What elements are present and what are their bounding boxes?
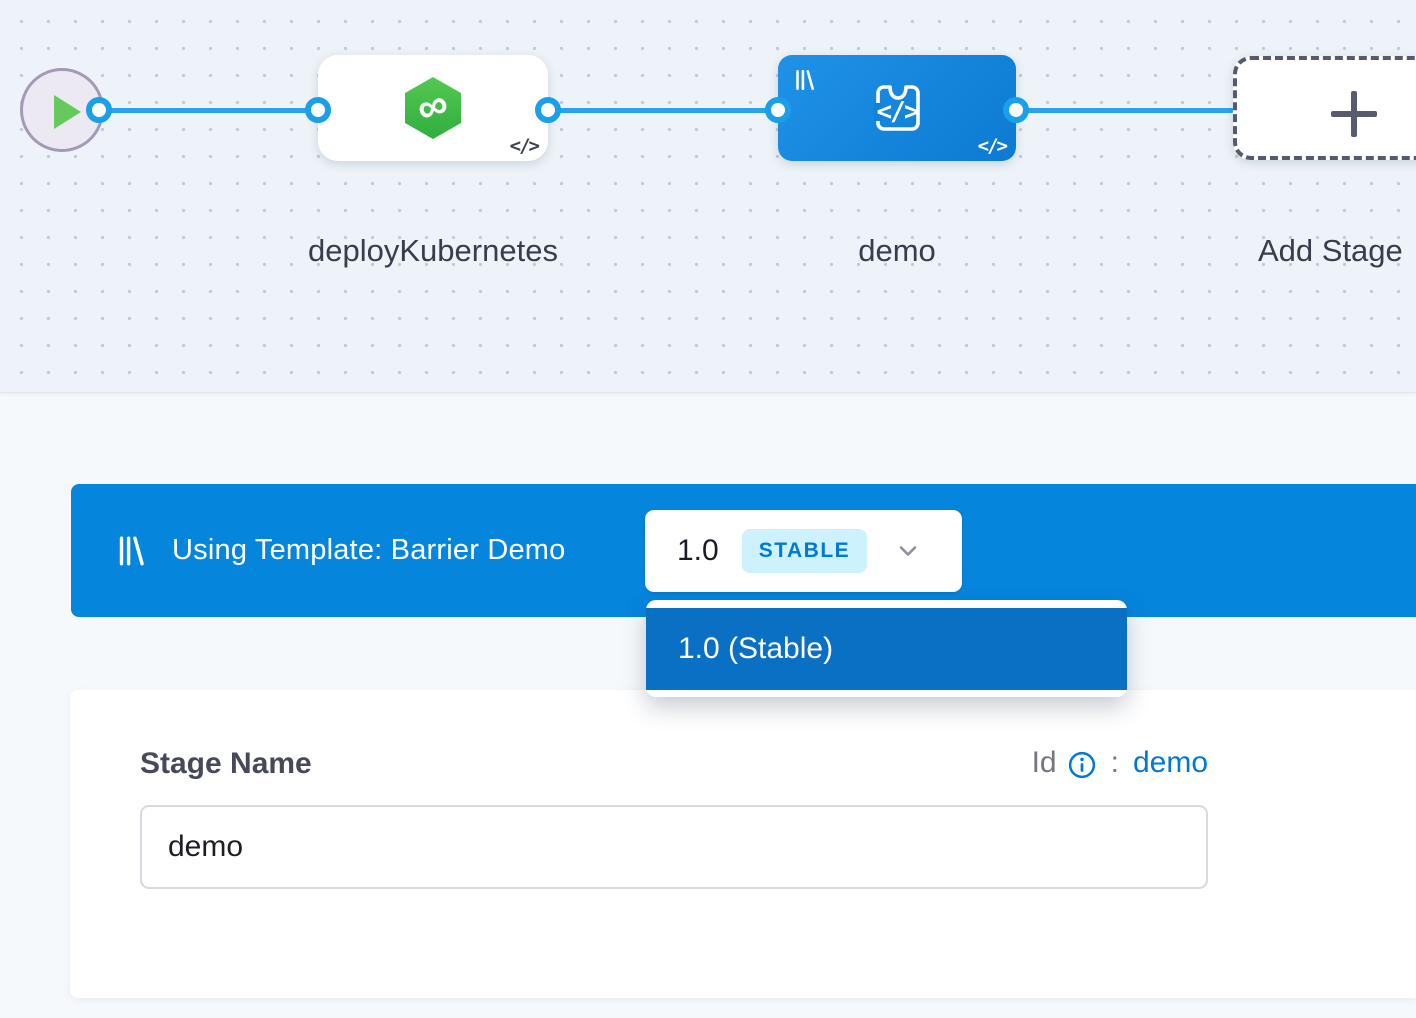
stage-node-deploykubernetes[interactable]: ∞ </> — [318, 55, 548, 161]
stage-label-demo[interactable]: demo — [858, 233, 936, 268]
pipeline-edge — [1016, 108, 1234, 113]
connector-port[interactable] — [765, 97, 791, 123]
template-library-icon — [796, 70, 814, 90]
connector-port[interactable] — [305, 97, 331, 123]
pipeline-edge — [548, 108, 778, 113]
stage-name-label: Stage Name — [140, 747, 312, 780]
version-menu-item[interactable]: 1.0 (Stable) — [646, 608, 1127, 690]
id-label: Id — [1031, 746, 1057, 779]
connector-port[interactable] — [535, 97, 561, 123]
version-value: 1.0 — [677, 534, 719, 567]
custom-stage-code-icon: </> — [874, 85, 921, 131]
stage-id-row: Id : demo — [140, 746, 1208, 780]
chevron-down-icon — [899, 546, 917, 556]
version-dropdown-menu: 1.0 (Stable) — [646, 600, 1127, 697]
stage-name-input[interactable] — [140, 805, 1208, 889]
connector-port[interactable] — [86, 97, 112, 123]
id-separator: : — [1110, 746, 1119, 779]
svg-text:</>: </> — [877, 97, 919, 127]
stage-id-value[interactable]: demo — [1132, 746, 1208, 779]
code-icon[interactable]: </> — [509, 135, 540, 157]
plus-icon — [1331, 91, 1377, 137]
deploy-hexagon-infinity-icon: ∞ — [405, 77, 461, 139]
add-stage-label[interactable]: Add Stage — [1258, 233, 1403, 268]
stage-overview-panel: Stage Name Id : demo — [70, 690, 1416, 998]
using-template-banner: Using Template: Barrier Demo 1.0 STABLE — [71, 484, 1416, 617]
template-version-dropdown[interactable]: 1.0 STABLE — [645, 510, 962, 592]
play-icon — [54, 95, 81, 129]
stage-label-deploykubernetes[interactable]: deployKubernetes — [308, 233, 558, 268]
template-library-icon — [119, 536, 144, 565]
using-template-label: Using Template: Barrier Demo — [172, 534, 566, 566]
stage-node-demo[interactable]: </> </> — [778, 55, 1016, 161]
connector-port[interactable] — [1003, 97, 1029, 123]
pipeline-canvas[interactable]: ∞ </> </> </> d — [0, 0, 1416, 393]
add-stage-button[interactable] — [1233, 56, 1416, 160]
code-icon[interactable]: </> — [977, 135, 1008, 157]
pipeline-edge — [99, 108, 318, 113]
info-icon[interactable] — [1067, 750, 1097, 780]
stable-badge: STABLE — [741, 529, 868, 573]
